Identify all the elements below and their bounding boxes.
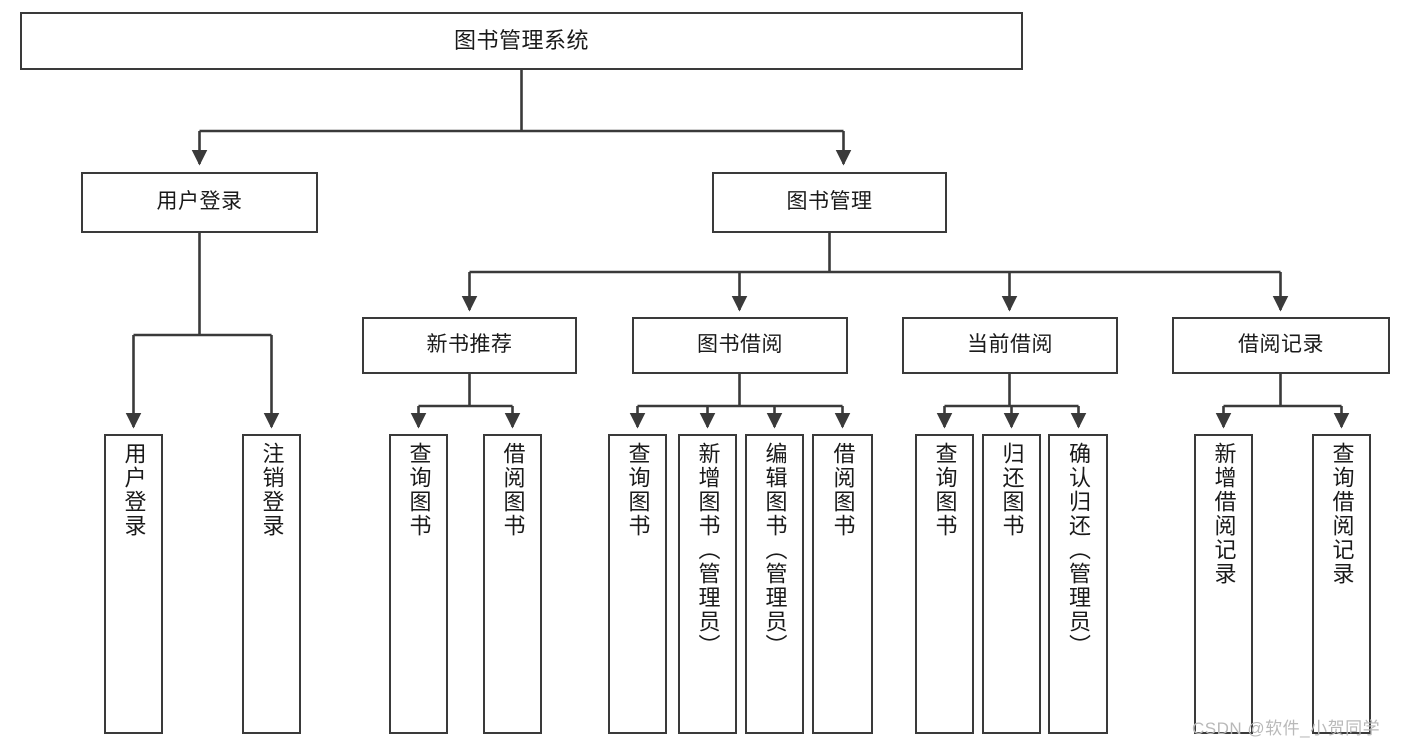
node-label: 查询借阅记录: [1329, 442, 1355, 586]
node-root-system[interactable]: 图书管理系统: [20, 12, 1023, 70]
node-label: 查询图书: [406, 442, 432, 538]
node-label: 图书管理系统: [453, 28, 589, 54]
node-leaf-add-record[interactable]: 新增借阅记录: [1194, 434, 1253, 734]
node-leaf-edit-book[interactable]: 编辑图书（管理员）: [745, 434, 804, 734]
node-book-borrow[interactable]: 图书借阅: [632, 317, 848, 374]
node-label: 用户登录: [121, 442, 147, 538]
node-leaf-borrow-book-rec[interactable]: 借阅图书: [483, 434, 542, 734]
node-leaf-user-login[interactable]: 用户登录: [104, 434, 163, 734]
node-leaf-add-book[interactable]: 新增图书（管理员）: [678, 434, 737, 734]
node-borrow-record[interactable]: 借阅记录: [1172, 317, 1390, 374]
node-label: 查询图书: [625, 442, 651, 538]
node-label: 注销登录: [259, 442, 285, 538]
node-label: 新书推荐: [426, 333, 513, 357]
node-leaf-borrow-book[interactable]: 借阅图书: [812, 434, 873, 734]
node-label: 新增借阅记录: [1211, 442, 1237, 586]
node-label: 借阅图书: [500, 442, 526, 538]
node-label: 确认归还（管理员）: [1066, 442, 1091, 658]
node-label: 图书借阅: [697, 333, 783, 357]
node-current-borrow[interactable]: 当前借阅: [902, 317, 1118, 374]
node-label: 当前借阅: [967, 333, 1053, 357]
node-label: 编辑图书（管理员）: [762, 442, 788, 658]
node-label: 借阅图书: [830, 442, 856, 538]
node-label: 归还图书: [999, 442, 1025, 538]
node-label: 借阅记录: [1238, 333, 1324, 357]
node-new-book-recommend[interactable]: 新书推荐: [362, 317, 577, 374]
node-leaf-logout[interactable]: 注销登录: [242, 434, 301, 734]
node-leaf-query-book-rec[interactable]: 查询图书: [389, 434, 448, 734]
node-user-login[interactable]: 用户登录: [81, 172, 318, 233]
node-leaf-return-book[interactable]: 归还图书: [982, 434, 1041, 734]
node-leaf-query-record[interactable]: 查询借阅记录: [1312, 434, 1371, 734]
node-leaf-query-book-borrow[interactable]: 查询图书: [608, 434, 667, 734]
node-leaf-confirm-return[interactable]: 确认归还（管理员）: [1048, 434, 1108, 734]
csdn-watermark: CSDN @软件_小贺同学: [1192, 719, 1381, 738]
node-label: 用户登录: [156, 190, 243, 214]
node-label: 新增图书（管理员）: [695, 442, 721, 658]
node-leaf-query-book-current[interactable]: 查询图书: [915, 434, 974, 734]
node-book-management[interactable]: 图书管理: [712, 172, 947, 233]
node-label: 查询图书: [932, 442, 958, 538]
node-label: 图书管理: [786, 190, 873, 214]
